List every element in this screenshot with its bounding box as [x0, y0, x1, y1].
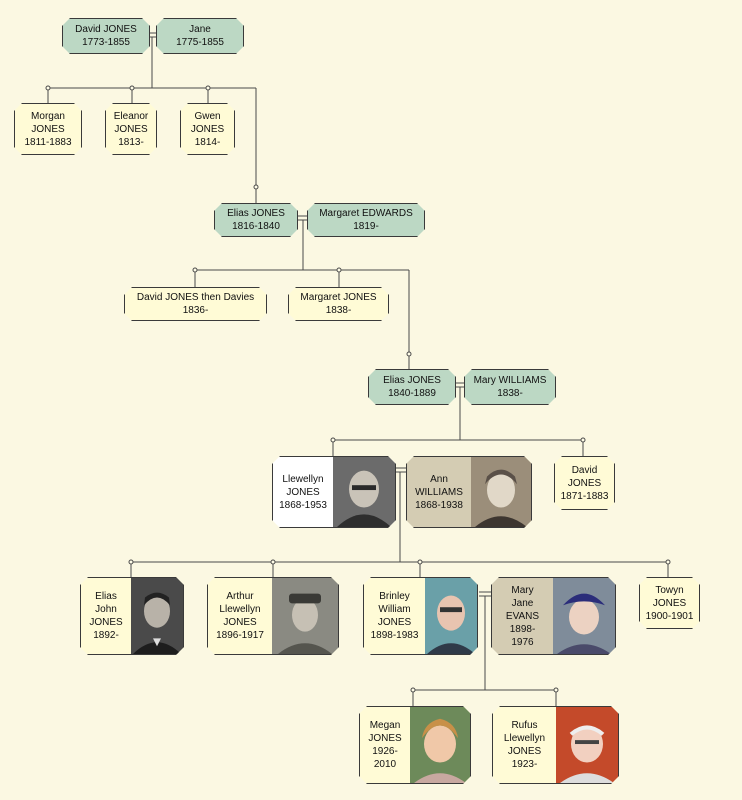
photo-elias-john-jones [131, 578, 183, 654]
photo-brinley-william-jones [425, 578, 477, 654]
photo-rufus-llewellyn-jones [556, 707, 618, 783]
photo-ann-williams [471, 457, 531, 527]
photo-arthur-llewellyn-jones [272, 578, 338, 654]
photo-mary-jane-evans [553, 578, 615, 654]
photo-megan-jones [410, 707, 470, 783]
photo-llewellyn-jones [333, 457, 395, 527]
